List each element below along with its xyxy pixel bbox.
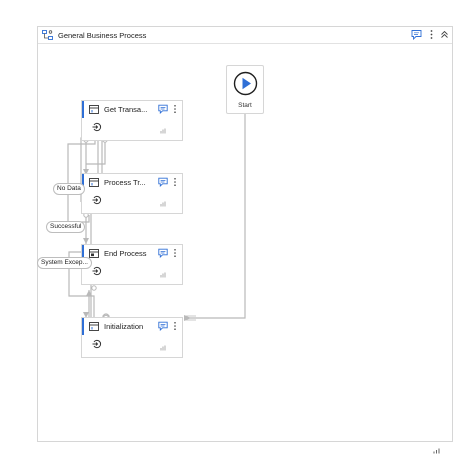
start-label: Start (238, 102, 252, 109)
state-accent (82, 245, 84, 262)
state-process-transaction[interactable]: Process Tr... (81, 173, 183, 214)
wire-start-to-init (184, 114, 246, 319)
state-name: Get Transa... (104, 105, 148, 114)
transition-label-successful[interactable]: Successful (46, 221, 86, 233)
comment-icon[interactable] (158, 104, 168, 114)
expand-icon[interactable] (92, 266, 102, 276)
panel-title: General Business Process (58, 31, 147, 40)
more-options-icon[interactable] (173, 177, 177, 187)
more-options-icon[interactable] (173, 321, 177, 331)
transition-label-no-data[interactable]: No Data (53, 183, 85, 195)
comment-icon[interactable] (411, 29, 422, 40)
flowchart-icon (42, 30, 53, 40)
state-icon (89, 322, 99, 331)
arrow-init-left (83, 312, 89, 318)
start-node[interactable]: Start (226, 65, 264, 114)
play-icon (233, 71, 258, 96)
wire-get-to-process-right (86, 140, 106, 165)
more-options-icon[interactable] (173, 248, 177, 258)
state-accent (82, 101, 84, 118)
collapse-icon[interactable] (439, 29, 450, 40)
more-options-icon[interactable] (426, 29, 437, 40)
resize-grip-icon[interactable] (160, 272, 166, 278)
comment-icon[interactable] (158, 248, 168, 258)
expand-icon[interactable] (92, 195, 102, 205)
comment-icon[interactable] (158, 321, 168, 331)
state-name: Process Tr... (104, 178, 146, 187)
arrow-init (184, 315, 191, 321)
panel-header: General Business Process (38, 27, 452, 44)
wire-init-down (102, 313, 110, 323)
state-accent (82, 174, 84, 191)
expand-icon[interactable] (92, 122, 102, 132)
state-name: Initialization (104, 322, 144, 331)
wire-sysexc-loop (68, 251, 95, 318)
transition-label-system-exception[interactable]: System Excep... (37, 257, 92, 269)
state-accent (82, 318, 84, 335)
wire-init-to-get (90, 140, 99, 320)
state-machine-panel: General Business Process (37, 26, 453, 454)
resize-grip-icon[interactable] (160, 345, 166, 351)
arrow-process (83, 169, 89, 175)
resize-grip-icon[interactable] (160, 128, 166, 134)
arrow-sysexc-up (86, 290, 92, 296)
resize-grip-icon[interactable] (160, 201, 166, 207)
more-options-icon[interactable] (173, 104, 177, 114)
designer-canvas[interactable]: Start Get Transa... (37, 44, 452, 454)
arrow-end (83, 238, 89, 244)
final-state-icon (89, 249, 99, 258)
state-icon (89, 178, 99, 187)
state-icon (89, 105, 99, 114)
state-get-transaction[interactable]: Get Transa... (81, 100, 183, 141)
state-name: End Process (104, 249, 147, 258)
canvas-resize-grip-icon[interactable] (433, 448, 441, 454)
comment-icon[interactable] (158, 177, 168, 187)
state-end-process[interactable]: End Process (81, 244, 183, 285)
expand-icon[interactable] (92, 339, 102, 349)
state-initialization[interactable]: Initialization (81, 317, 183, 358)
